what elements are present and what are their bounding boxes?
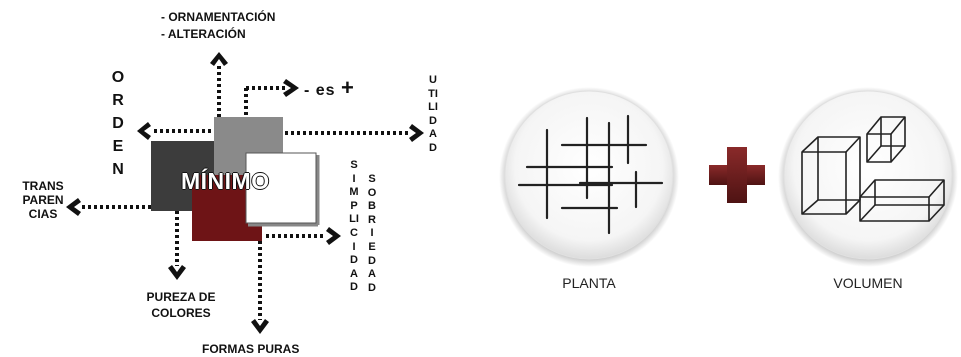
volumen-caption: VOLUMEN [833,275,903,291]
plan-lines-icon [517,114,664,235]
transparencias-line-3: CIAS [28,207,58,221]
formas-puras-label: FORMAS PURAS [202,342,300,356]
es-mas-text: - es + [304,75,355,100]
es-mas-plus-glyph: + [341,75,355,100]
minimo-label: MÍNIMO [181,168,270,194]
transparencias-line-2: PAREN [22,193,64,207]
arrow-head-transparencias [66,198,81,216]
ornamentacion-label: - ORNAMENTACIÓN [161,10,276,24]
pureza-line-2: COLORES [151,306,211,320]
es-mas-label: - es + [304,75,355,101]
orden-label: ORDEN [111,69,125,178]
simplicidad-label: SIMPLICIDAD [349,159,359,294]
transparencias-label: TRANS PAREN CIAS [16,179,70,221]
arrow-heads [66,52,424,334]
arrow-lines [82,64,408,320]
transparencias-line-1: TRANS [22,179,64,193]
pureza-line-1: PUREZA DE [146,290,216,304]
planta-disc [499,87,679,267]
alteracion-label: - ALTERACIÓN [161,27,246,41]
arrow-head-utilidad [409,124,424,142]
plus-sign [709,147,765,203]
arrow-head-orden [137,122,151,140]
central-squares [151,117,320,241]
arrow-head-pureza [168,265,186,280]
planta-caption: PLANTA [562,275,616,291]
arrow-head-simplicidad [326,227,341,245]
arrow-head-es-mas [283,79,299,97]
pureza-label: PUREZA DE COLORES [132,289,230,321]
square-white [245,152,317,224]
sobriedad-label: SOBRIEDAD [367,173,377,294]
arrow-head-up [210,52,228,66]
utilidad-label: UTILIDAD [428,74,438,154]
arrow-head-formas [251,319,269,334]
volumen-disc [778,87,958,267]
wireframe-boxes-icon [801,116,945,222]
